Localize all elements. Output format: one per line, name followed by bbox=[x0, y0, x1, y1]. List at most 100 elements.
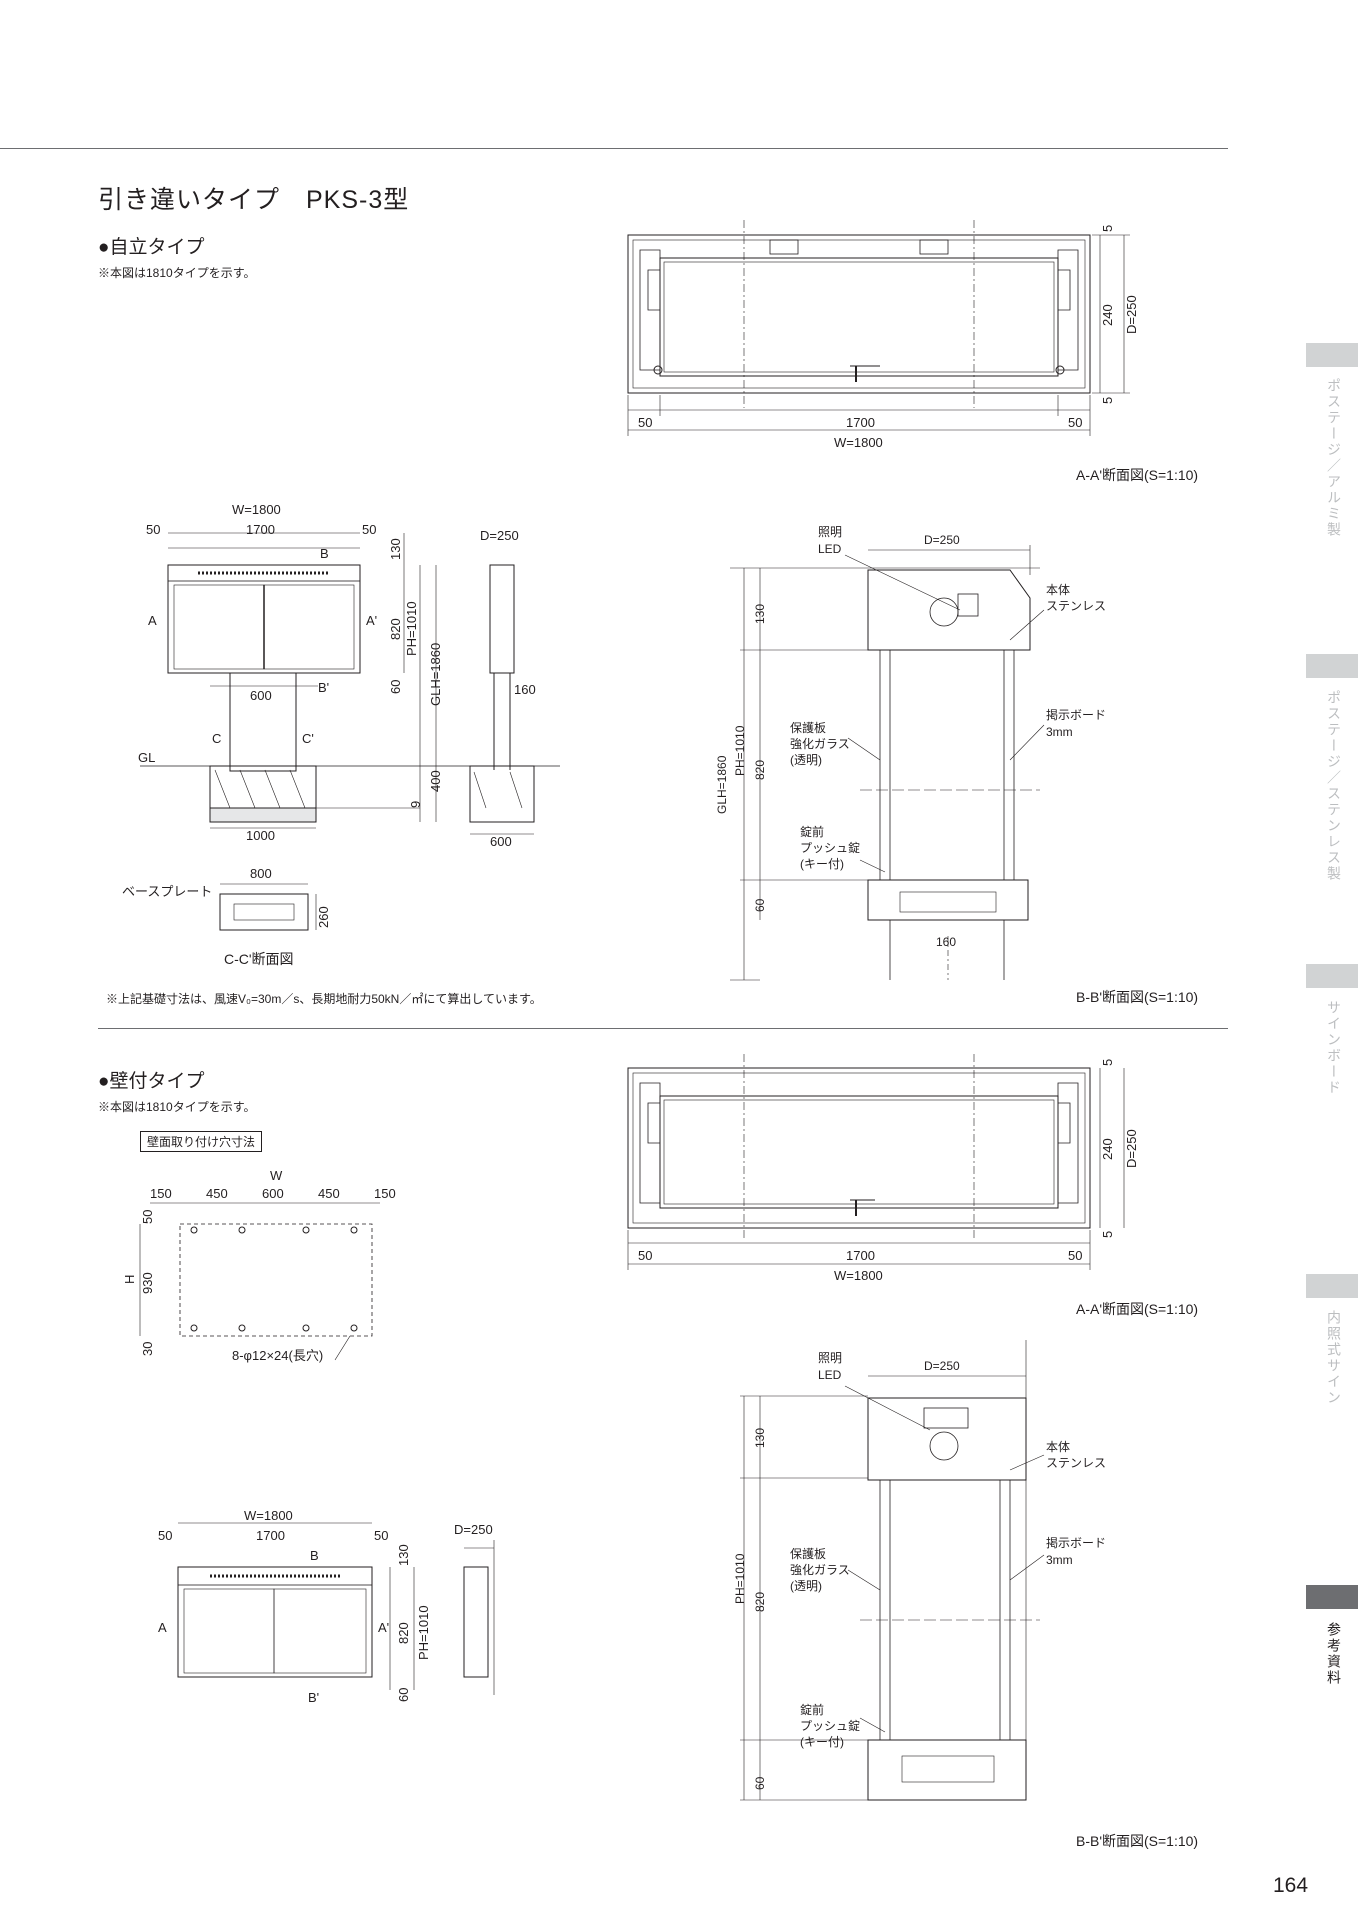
fe2-b-p: B' bbox=[308, 1690, 319, 1705]
bb1-lock1: 錠前 bbox=[800, 824, 824, 839]
fe2-d820: 820 bbox=[396, 1622, 411, 1644]
baseplate-drawing bbox=[219, 883, 317, 931]
sidebar-label-1: ポステージ／アルミ製 bbox=[1326, 378, 1342, 538]
aa1-d5-bottom: 5 bbox=[1100, 397, 1115, 404]
fe2-w1800: W=1800 bbox=[244, 1508, 293, 1523]
wh-d150-left: 150 bbox=[150, 1186, 172, 1201]
sidebar-tab-5[interactable] bbox=[1306, 1585, 1358, 1609]
bb2-lock1: 錠前 bbox=[800, 1702, 824, 1717]
aa2-d1700: 1700 bbox=[846, 1248, 875, 1263]
bb2-lock3: (キー付) bbox=[800, 1735, 844, 1749]
bb1-d130: 130 bbox=[753, 604, 767, 624]
sidebar-tab-2[interactable] bbox=[1306, 654, 1358, 678]
bb2-d820: 820 bbox=[753, 1592, 767, 1612]
front-elevation-2 bbox=[177, 1522, 415, 1690]
bb2-lock2: プッシュ錠 bbox=[800, 1718, 860, 1733]
caption-bb-1: B-B'断面図(S=1:10) bbox=[1076, 989, 1199, 1005]
fe1-c-p: C' bbox=[302, 731, 314, 746]
fe1-ph1010: PH=1010 bbox=[404, 601, 419, 656]
bb1-lock2: プッシュ錠 bbox=[800, 840, 860, 855]
bb2-glass2: 強化ガラス bbox=[790, 1563, 850, 1577]
note-wall: ※本図は1810タイプを示す。 bbox=[98, 1100, 256, 1114]
aa2-d250: D=250 bbox=[1124, 1129, 1139, 1168]
fe2-d50-left: 50 bbox=[158, 1528, 172, 1543]
bb1-lock3: (キー付) bbox=[800, 857, 844, 871]
aa2-w1800: W=1800 bbox=[834, 1268, 883, 1283]
fe2-b: B bbox=[310, 1548, 319, 1563]
caption-bb-2: B-B'断面図(S=1:10) bbox=[1076, 1833, 1199, 1849]
fe1-d1700: 1700 bbox=[246, 522, 275, 537]
bb2-body2: ステンレス bbox=[1046, 1456, 1106, 1470]
sidebar-label-3: サインボード bbox=[1326, 1000, 1342, 1096]
bb2-board2: 3mm bbox=[1046, 1553, 1073, 1567]
aa2-d50-left: 50 bbox=[638, 1248, 652, 1263]
bb1-led1: 照明 bbox=[818, 525, 842, 539]
note-freestanding: ※本図は1810タイプを示す。 bbox=[98, 266, 256, 280]
wall-hole-layout bbox=[139, 1202, 380, 1361]
fe2-d60: 60 bbox=[396, 1688, 411, 1702]
bb1-glass1: 保護板 bbox=[790, 720, 826, 735]
page-number: 164 bbox=[1273, 1874, 1309, 1897]
fe1-a-p: A' bbox=[366, 613, 377, 628]
bb1-ph1010: PH=1010 bbox=[733, 725, 747, 776]
fe1-a: A bbox=[148, 613, 157, 628]
fe1-d130: 130 bbox=[388, 538, 403, 560]
fe2-d50-right: 50 bbox=[374, 1528, 388, 1543]
bb2-glass3: (透明) bbox=[790, 1579, 822, 1593]
bb1-board2: 3mm bbox=[1046, 725, 1073, 739]
bb1-d820: 820 bbox=[753, 760, 767, 780]
bb2-glass1: 保護板 bbox=[790, 1546, 826, 1561]
fe1-d50-left: 50 bbox=[146, 522, 160, 537]
bb2-d250: D=250 bbox=[924, 1359, 960, 1373]
fe1-gl: GL bbox=[138, 750, 155, 765]
sidebar-tab-4[interactable] bbox=[1306, 1274, 1358, 1298]
page-title: 引き違いタイプ PKS-3型 bbox=[98, 186, 410, 214]
sidebar-tab-1[interactable] bbox=[1306, 343, 1358, 367]
fe1-w1800: W=1800 bbox=[232, 502, 281, 517]
se1-d160: 160 bbox=[514, 682, 536, 697]
bb2-d130: 130 bbox=[753, 1428, 767, 1448]
bp-label: ベースプレート bbox=[122, 884, 212, 899]
aa2-d5-bottom: 5 bbox=[1100, 1231, 1115, 1238]
wh-d930: 930 bbox=[140, 1272, 155, 1294]
bb2-led2: LED bbox=[818, 1368, 842, 1382]
wh-holes: 8-φ12×24(長穴) bbox=[232, 1348, 323, 1363]
wh-d450-left: 450 bbox=[206, 1186, 228, 1201]
bb1-body1: 本体 bbox=[1046, 583, 1070, 597]
bb1-glass2: 強化ガラス bbox=[790, 737, 850, 751]
bb2-led1: 照明 bbox=[818, 1351, 842, 1365]
fe1-c: C bbox=[212, 731, 221, 746]
aa2-d5-top: 5 bbox=[1100, 1059, 1115, 1066]
se1-d250: D=250 bbox=[480, 528, 519, 543]
aa-section-1 bbox=[627, 220, 1130, 436]
top-rule bbox=[0, 148, 1228, 149]
aa1-w1800: W=1800 bbox=[834, 435, 883, 450]
sidebar-tab-3[interactable] bbox=[1306, 964, 1358, 988]
bb1-d60: 60 bbox=[753, 898, 767, 912]
fe1-d1000: 1000 bbox=[246, 828, 275, 843]
fe1-d50-right: 50 bbox=[362, 522, 376, 537]
bb1-d160: 160 bbox=[936, 935, 956, 949]
aa1-d5-top: 5 bbox=[1100, 225, 1115, 232]
wh-h: H bbox=[122, 1275, 137, 1284]
aa1-d50-left: 50 bbox=[638, 415, 652, 430]
wall-hole-label: 壁面取り付け穴寸法 bbox=[140, 1131, 263, 1152]
sidebar-label-4: 内照式サイン bbox=[1326, 1310, 1342, 1406]
fe2-a: A bbox=[158, 1620, 167, 1635]
bb1-glh1860: GLH=1860 bbox=[715, 755, 729, 814]
bb1-body2: ステンレス bbox=[1046, 599, 1106, 613]
fe1-d600: 600 bbox=[250, 688, 272, 703]
fe2-ph1010: PH=1010 bbox=[416, 1605, 431, 1660]
side-elevation-2 bbox=[463, 1540, 495, 1695]
caption-aa-2: A-A'断面図(S=1:10) bbox=[1076, 1301, 1199, 1317]
fe1-d400: 400 bbox=[428, 770, 443, 792]
se2-d250: D=250 bbox=[454, 1522, 493, 1537]
fe1-d820: 820 bbox=[388, 618, 403, 640]
bp-d800: 800 bbox=[250, 866, 272, 881]
bb-section-2 bbox=[740, 1340, 1045, 1801]
section-freestanding: ●自立タイプ bbox=[98, 237, 205, 258]
middle-rule bbox=[98, 1028, 1228, 1029]
bb2-ph1010: PH=1010 bbox=[733, 1553, 747, 1604]
fe1-glh1860: GLH=1860 bbox=[428, 643, 443, 706]
